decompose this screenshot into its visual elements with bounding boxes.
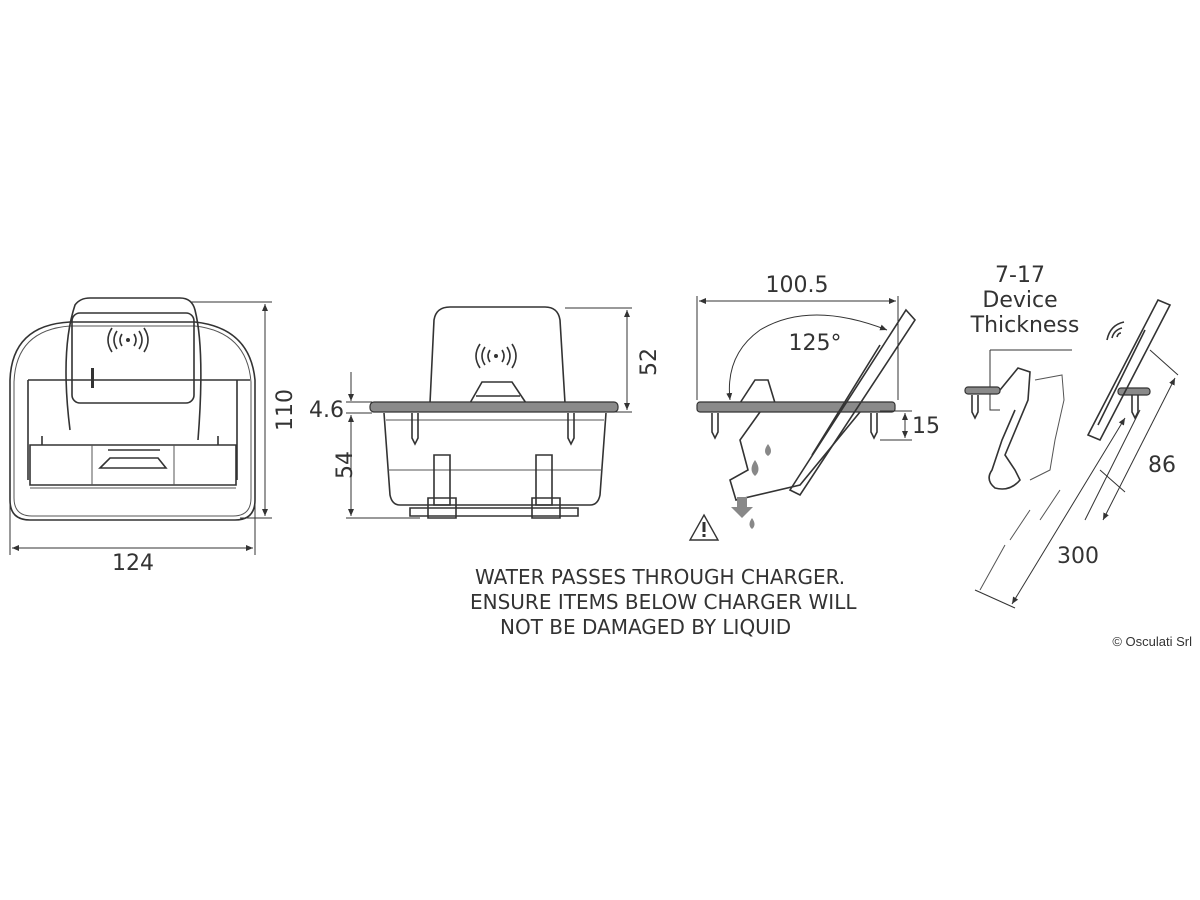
cable-length-label: 300 bbox=[1057, 544, 1099, 569]
water-drop-icon bbox=[749, 444, 771, 529]
thickness-label-line1: Device bbox=[982, 288, 1057, 313]
device-view: 7-17 Device Thickness 86 300 bbox=[964, 263, 1179, 609]
front-height-label: 110 bbox=[273, 389, 298, 431]
front-width-label: 124 bbox=[112, 551, 154, 576]
side-view: 52 4.6 54 bbox=[309, 306, 662, 519]
angle-view: 100.5 125° 15 bbox=[696, 273, 940, 529]
flange-thickness-label: 4.6 bbox=[309, 398, 344, 423]
thickness-range-label: 7-17 bbox=[995, 263, 1045, 288]
warning-line-2: ENSURE ITEMS BELOW CHARGER WILL bbox=[470, 590, 857, 614]
angle-view-width-label: 100.5 bbox=[766, 273, 829, 298]
device-length-label: 86 bbox=[1148, 453, 1176, 478]
warning-line-3: NOT BE DAMAGED BY LIQUID bbox=[500, 615, 791, 639]
warning-notice: WATER PASSES THROUGH CHARGER. ENSURE ITE… bbox=[470, 513, 857, 639]
wireless-charging-icon bbox=[475, 343, 517, 369]
warning-line-1: WATER PASSES THROUGH CHARGER. bbox=[475, 565, 845, 589]
wireless-signal-icon bbox=[1106, 321, 1125, 341]
status-led-icon bbox=[91, 368, 94, 388]
front-view: 110 124 bbox=[9, 297, 298, 576]
warning-triangle-icon bbox=[688, 513, 720, 541]
side-depth-label: 54 bbox=[333, 451, 358, 479]
wireless-charging-icon bbox=[107, 327, 149, 353]
screw-length-label: 15 bbox=[912, 414, 940, 439]
water-flow-arrow-icon bbox=[731, 497, 753, 518]
side-top-height-label: 52 bbox=[637, 348, 662, 376]
thickness-label-line2: Thickness bbox=[970, 313, 1080, 338]
copyright-notice: © Osculati Srl bbox=[1112, 634, 1192, 649]
angle-label: 125° bbox=[789, 331, 842, 356]
